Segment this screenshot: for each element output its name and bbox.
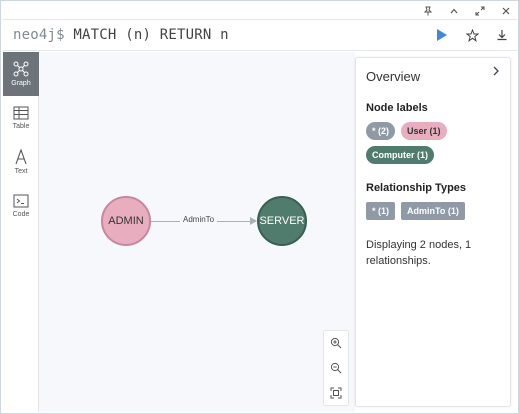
- node-label-badges: * (2) User (1) Computer (1): [366, 122, 500, 164]
- chevron-right-icon: [493, 66, 499, 76]
- graph-canvas[interactable]: AdminTo ADMIN SERVER: [39, 52, 355, 412]
- expand-icon[interactable]: [474, 5, 486, 17]
- graph-node-admin[interactable]: ADMIN: [101, 196, 151, 246]
- zoom-in-icon: [330, 338, 342, 349]
- graph-icon: [13, 61, 29, 77]
- graph-node-server[interactable]: SERVER: [257, 196, 307, 246]
- relationship-label: AdminTo: [180, 215, 218, 224]
- query-text: MATCH (n) RETURN n: [73, 27, 229, 43]
- favorite-button[interactable]: [457, 20, 487, 50]
- download-icon: [497, 30, 507, 41]
- fit-to-screen-button[interactable]: [328, 385, 344, 401]
- overview-panel: Overview Node labels * (2) User (1) Comp…: [355, 57, 511, 407]
- node-label-all[interactable]: * (2): [366, 122, 396, 140]
- sidebar-item-table[interactable]: Table: [3, 96, 39, 140]
- sidebar-item-code[interactable]: Code: [3, 184, 39, 228]
- sidebar-item-label: Text: [14, 168, 28, 175]
- node-caption: SERVER: [259, 215, 305, 227]
- relationship-type-all[interactable]: * (1): [366, 202, 396, 220]
- download-button[interactable]: [487, 20, 517, 50]
- collapse-panel-button[interactable]: [492, 66, 500, 79]
- node-labels-heading: Node labels: [366, 102, 428, 114]
- view-sidebar: Graph Table Text Code: [3, 52, 39, 412]
- sidebar-item-text[interactable]: Text: [3, 140, 39, 184]
- overview-title: Overview: [366, 69, 421, 84]
- overview-summary: Displaying 2 nodes, 1 relationships.: [366, 239, 472, 267]
- node-label-computer[interactable]: Computer (1): [366, 146, 434, 164]
- zoom-out-button[interactable]: [328, 360, 344, 376]
- run-button[interactable]: [427, 20, 457, 50]
- star-icon: [465, 28, 479, 42]
- sidebar-item-label: Code: [12, 211, 30, 218]
- chevron-up-icon[interactable]: [448, 5, 460, 17]
- zoom-controls: [323, 330, 349, 406]
- sidebar-item-graph[interactable]: Graph: [3, 52, 39, 96]
- zoom-out-icon: [330, 362, 342, 374]
- table-icon: [13, 106, 29, 120]
- zoom-in-button[interactable]: [328, 335, 344, 351]
- query-editor[interactable]: neo4j$ MATCH (n) RETURN n: [3, 27, 427, 43]
- sidebar-item-label: Table: [12, 123, 30, 130]
- query-bar: neo4j$ MATCH (n) RETURN n: [3, 19, 517, 51]
- code-icon: [13, 194, 29, 208]
- relationship-type-adminto[interactable]: AdminTo (1): [401, 202, 465, 220]
- sidebar-item-label: Graph: [11, 80, 31, 87]
- node-label-user[interactable]: User (1): [401, 122, 447, 140]
- fit-screen-icon: [330, 387, 342, 399]
- close-icon[interactable]: [500, 5, 512, 17]
- relationship-arrowhead: [250, 217, 257, 225]
- relationship-types-heading: Relationship Types: [366, 182, 467, 194]
- relationship-type-badges: * (1) AdminTo (1): [366, 202, 500, 220]
- node-caption: ADMIN: [108, 215, 144, 227]
- text-icon: [15, 149, 27, 165]
- pin-icon[interactable]: [422, 5, 434, 17]
- window-controls: [422, 4, 512, 18]
- query-prompt: neo4j$: [13, 27, 65, 43]
- play-icon: [437, 29, 447, 41]
